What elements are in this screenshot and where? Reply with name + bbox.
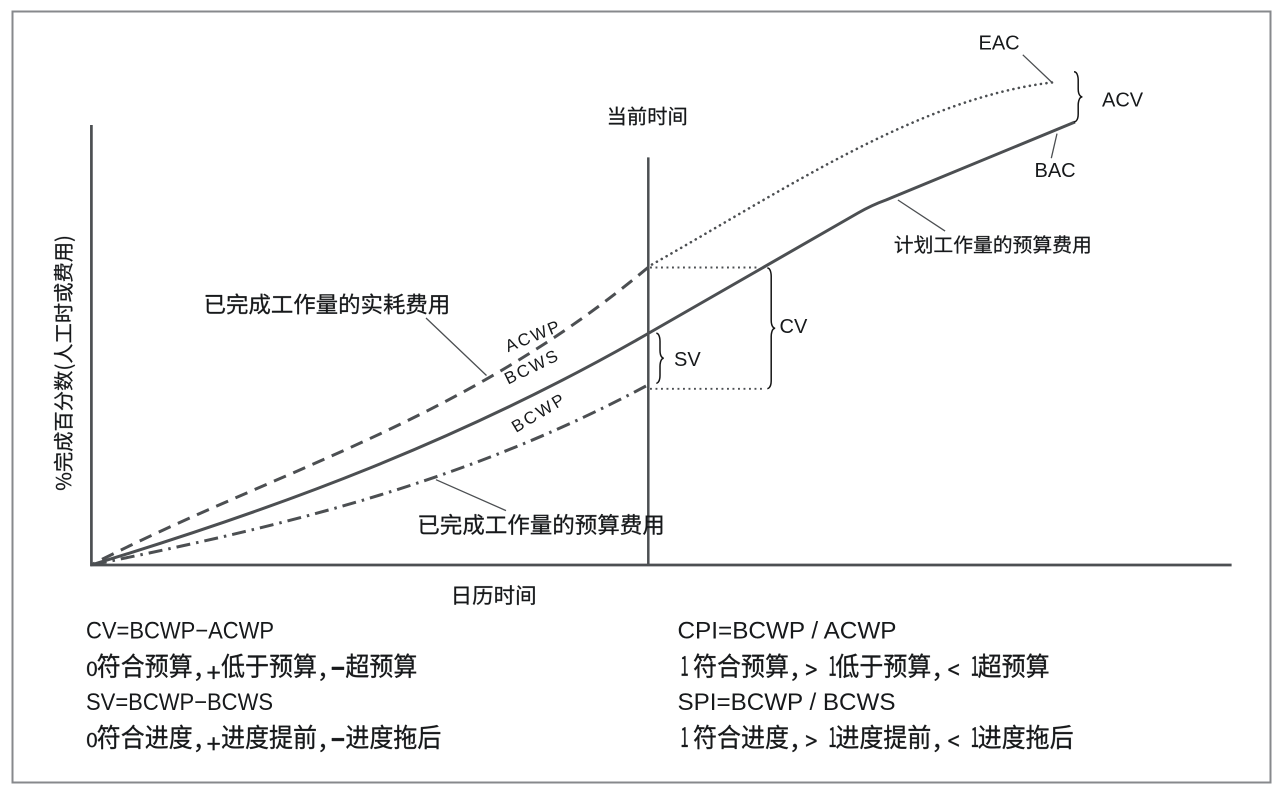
svg-text:CV: CV (780, 316, 808, 338)
svg-text:SPI=BCWP / BCWS: SPI=BCWP / BCWS (678, 689, 896, 716)
svg-text:EAC: EAC (979, 33, 1020, 55)
svg-text:ACV: ACV (1102, 90, 1144, 112)
svg-text:SV=BCWP−BCWS: SV=BCWP−BCWS (86, 689, 273, 716)
svg-text:BAC: BAC (1035, 160, 1076, 182)
svg-text:CPI=BCWP / ACWP: CPI=BCWP / ACWP (678, 618, 897, 645)
svg-text:SV: SV (674, 349, 701, 371)
svg-text:CV=BCWP−ACWP: CV=BCWP−ACWP (86, 618, 274, 645)
